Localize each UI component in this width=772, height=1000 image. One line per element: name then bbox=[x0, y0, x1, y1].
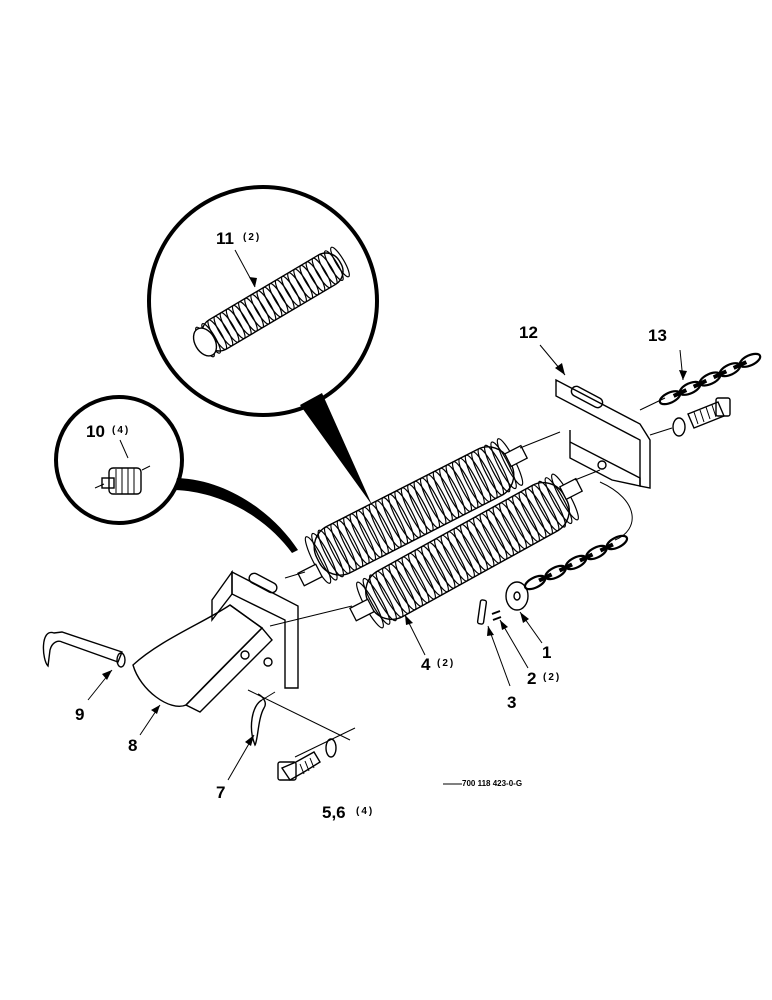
callout-label-11: 11 (2) bbox=[216, 229, 261, 248]
svg-text:(2): (2) bbox=[243, 232, 261, 243]
callout-label-10: 10 (4) bbox=[86, 422, 130, 441]
right-bolt-and-washer bbox=[672, 397, 731, 437]
chain-links bbox=[523, 352, 762, 591]
svg-text:(2): (2) bbox=[437, 658, 455, 669]
svg-text:13: 13 bbox=[648, 326, 667, 345]
svg-text:11: 11 bbox=[216, 229, 234, 248]
svg-text:(4): (4) bbox=[112, 425, 130, 436]
svg-text:8: 8 bbox=[128, 736, 137, 755]
lower-spring-end-left bbox=[349, 598, 375, 622]
upper-spring-end-left bbox=[297, 563, 323, 587]
right-bracket bbox=[555, 378, 651, 489]
left-bracket bbox=[211, 569, 299, 689]
callout-label-13: 13 bbox=[648, 326, 667, 345]
svg-text:5,6: 5,6 bbox=[322, 803, 346, 822]
svg-text:4: 4 bbox=[421, 655, 431, 674]
main-springs bbox=[297, 438, 584, 629]
callout-label-12: 12 bbox=[519, 323, 538, 342]
drawing-code: 700 118 423-0-G bbox=[443, 779, 522, 788]
svg-text:(2): (2) bbox=[543, 672, 561, 683]
callout-label-2: 2 (2) bbox=[527, 669, 561, 688]
upper-spring-end-right bbox=[503, 444, 529, 468]
lower-spring-end-right bbox=[558, 477, 584, 501]
callout-label-5-6: 5,6 (4) bbox=[322, 803, 374, 822]
callout-label-3: 3 bbox=[507, 693, 516, 712]
callout-label-7: 7 bbox=[216, 783, 225, 802]
svg-text:1: 1 bbox=[542, 643, 551, 662]
upper-spring bbox=[304, 438, 524, 584]
callout-label-9: 9 bbox=[75, 705, 84, 724]
washer-and-pins bbox=[476, 581, 529, 625]
spring-end bbox=[192, 327, 218, 357]
svg-text:3: 3 bbox=[507, 693, 516, 712]
detail-circle-plug bbox=[54, 395, 298, 553]
svg-text:2: 2 bbox=[527, 669, 536, 688]
svg-text:9: 9 bbox=[75, 705, 84, 724]
lower-chain bbox=[523, 534, 629, 591]
leader-lines bbox=[87, 249, 687, 781]
svg-text:7: 7 bbox=[216, 783, 225, 802]
callout-label-1: 1 bbox=[542, 643, 551, 662]
hair-pin-clip bbox=[250, 691, 276, 747]
latch-pedal bbox=[132, 604, 273, 713]
callout-label-4: 4 (2) bbox=[421, 655, 455, 674]
center-lines bbox=[247, 397, 673, 741]
detail-circle-spring bbox=[147, 185, 379, 505]
svg-text:12: 12 bbox=[519, 323, 538, 342]
callout-label-8: 8 bbox=[128, 736, 137, 755]
svg-text:700 118 423-0-G: 700 118 423-0-G bbox=[462, 779, 522, 788]
upper-chain bbox=[658, 352, 762, 406]
bolt-and-washer bbox=[277, 727, 356, 781]
hook-pin bbox=[42, 631, 126, 668]
svg-text:(4): (4) bbox=[356, 806, 374, 817]
svg-text:10: 10 bbox=[86, 422, 105, 441]
spring-plug-icon bbox=[94, 465, 151, 495]
spring-detail-icon bbox=[192, 246, 350, 358]
